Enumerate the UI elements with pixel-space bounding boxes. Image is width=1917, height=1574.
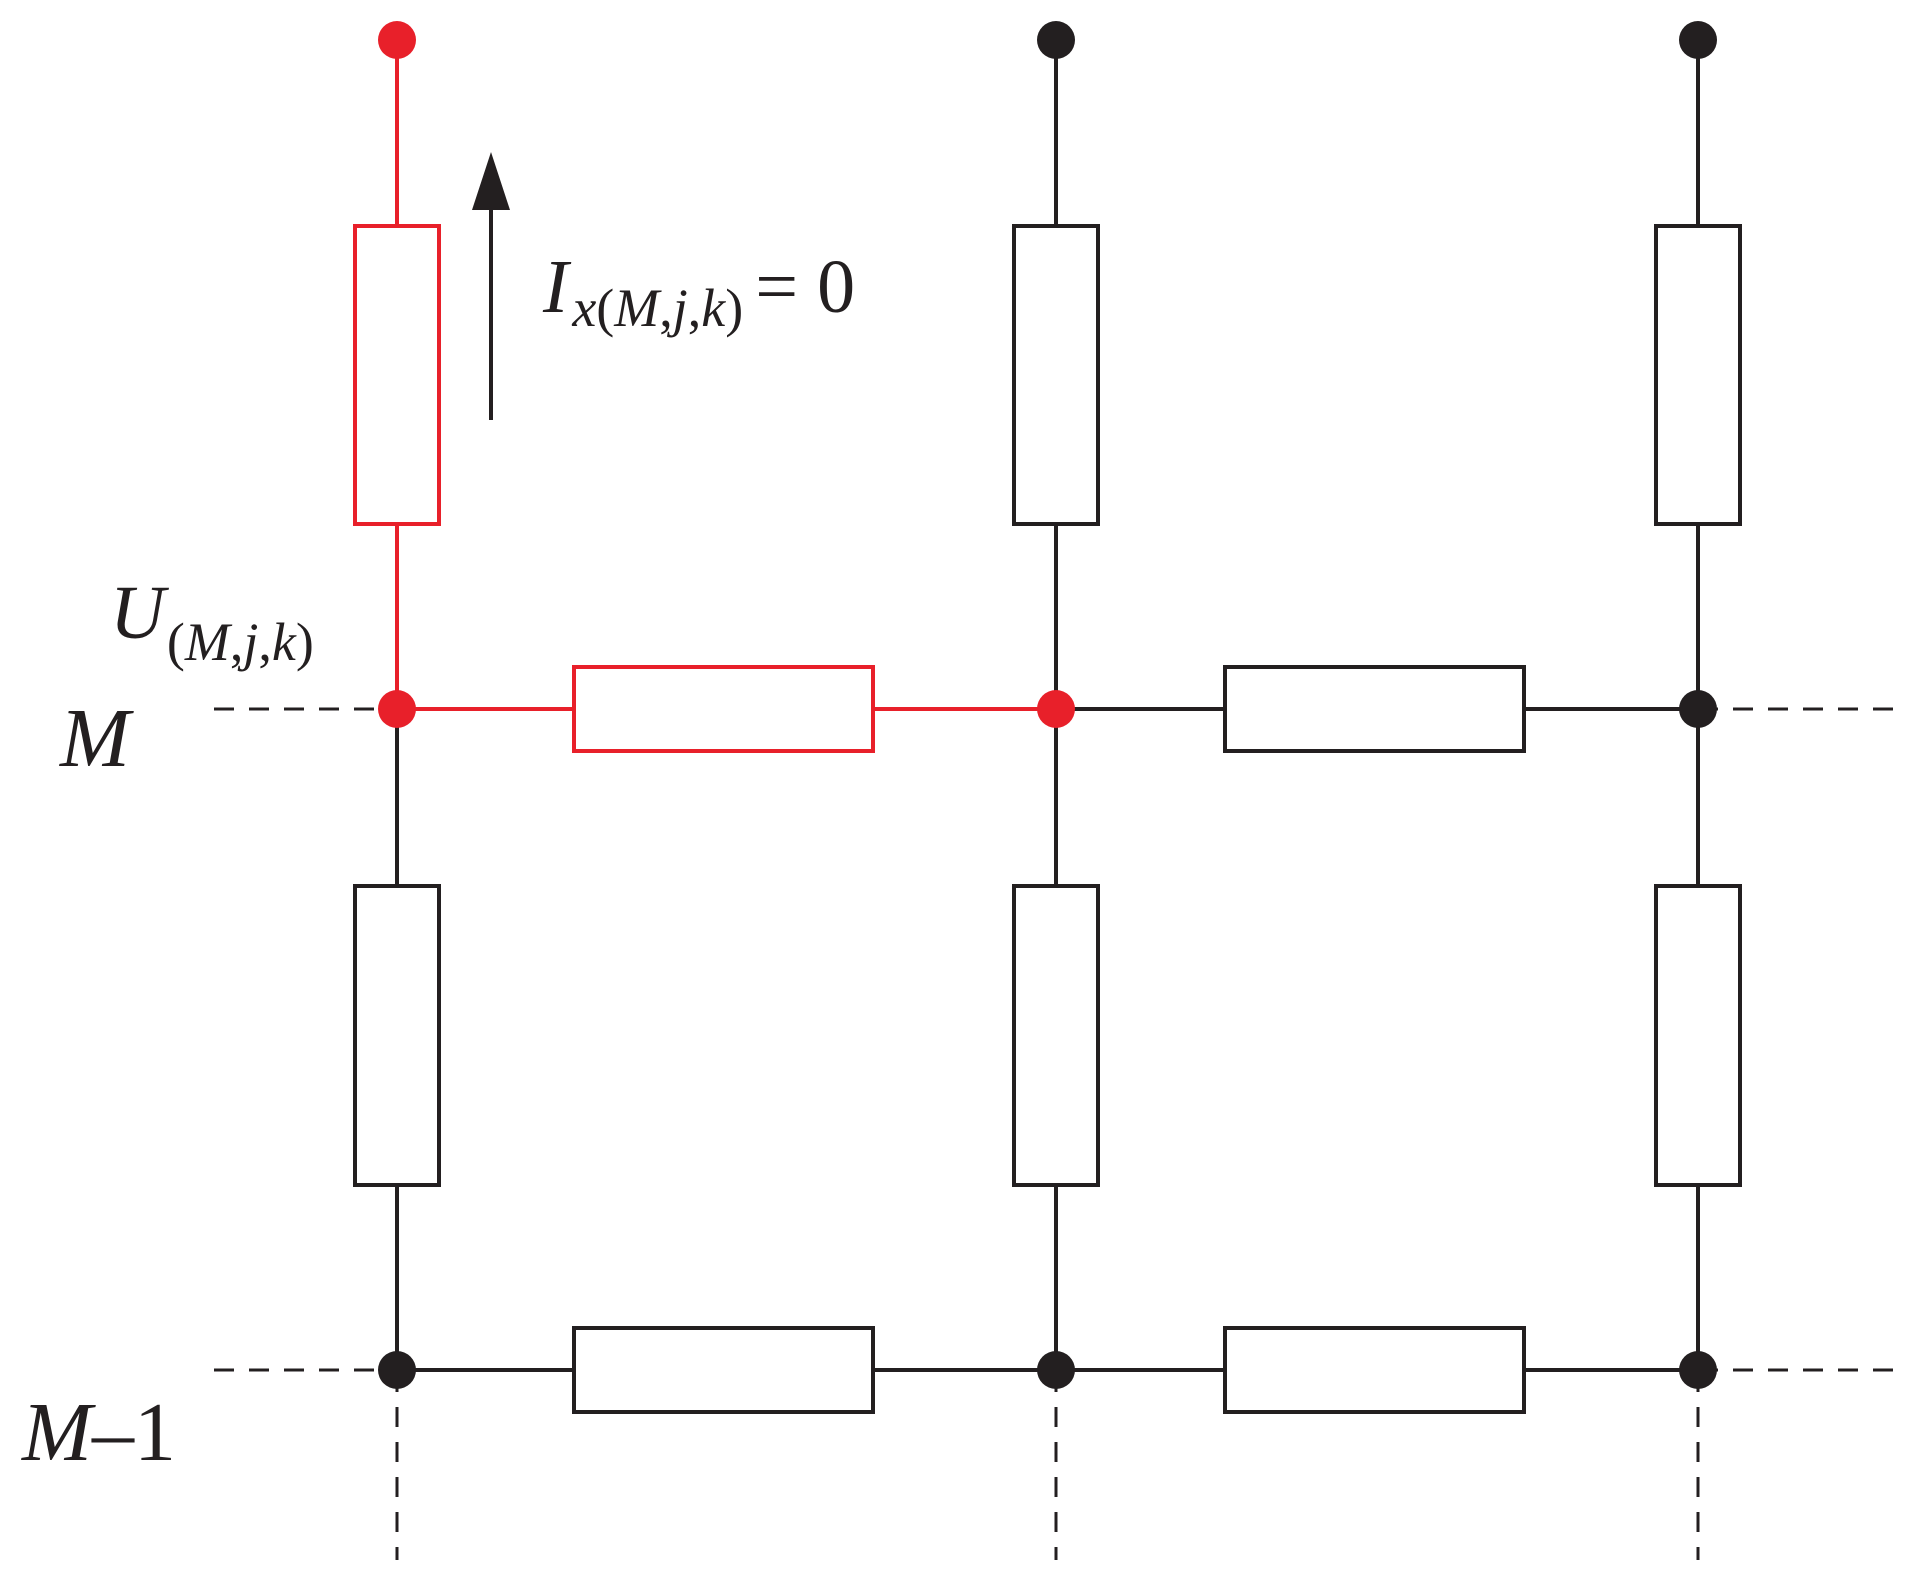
current-sub-k: k [701,278,726,338]
current-sub-paren-close: ) [725,278,743,338]
current-sub-comma1: , [659,278,673,338]
terminal-col1-red [378,21,416,59]
voltage-sub-k: k [272,612,297,672]
resistor-col2-top [1012,224,1100,526]
resistor-rowM1-right [1223,1326,1526,1414]
node-M-col1-red [378,690,416,728]
voltage-sub-j: j [237,612,258,672]
current-symbol: I [542,245,572,329]
black-resistors [353,224,1742,1414]
current-sub-comma2: , [688,278,702,338]
resistor-rowM-left-red [572,665,875,753]
voltage-sub-paren-open: ( [167,612,185,672]
row-label-M-minus-1-var: M [21,1386,96,1479]
voltage-sub-comma1: , [230,612,244,672]
terminal-col2 [1037,21,1075,59]
resistor-col1-mid [353,884,441,1187]
arrow-up-icon [472,152,510,210]
resistor-col3-top [1654,224,1742,526]
highlighted-path [353,40,1056,753]
current-label: Ix(M,j,k)= 0 [542,245,855,338]
row-dashed-lines [214,707,1905,1560]
voltage-sub-M: M [184,612,233,672]
terminal-col3 [1679,21,1717,59]
current-sub-j: j [667,278,688,338]
resistor-col2-mid [1012,884,1100,1187]
current-arrow [472,152,510,420]
voltage-label: U(M,j,k) [110,571,314,672]
resistor-col1-top-red [353,224,441,526]
nodes [378,21,1717,1389]
node-M1-col1 [378,1351,416,1389]
current-equals-zero: = 0 [755,245,855,329]
row-label-M-minus-1-rest: –1 [91,1386,176,1479]
voltage-sub-paren-close: ) [296,612,314,672]
voltage-sub-comma2: , [258,612,272,672]
node-M-col2-red [1037,690,1075,728]
row-label-M-minus-1: M–1 [21,1386,176,1479]
resistor-rowM-right [1223,665,1526,753]
row-label-M: M [59,692,134,785]
current-sub-M: M [613,278,662,338]
node-M-col3 [1679,690,1717,728]
black-wires [395,40,1700,1372]
node-M1-col2 [1037,1351,1075,1389]
current-sub-x: x [571,278,596,338]
resistor-col3-mid [1654,884,1742,1187]
voltage-symbol: U [110,571,169,655]
current-sub-paren-open: ( [596,278,614,338]
node-M1-col3 [1679,1351,1717,1389]
resistor-rowM1-left [572,1326,875,1414]
